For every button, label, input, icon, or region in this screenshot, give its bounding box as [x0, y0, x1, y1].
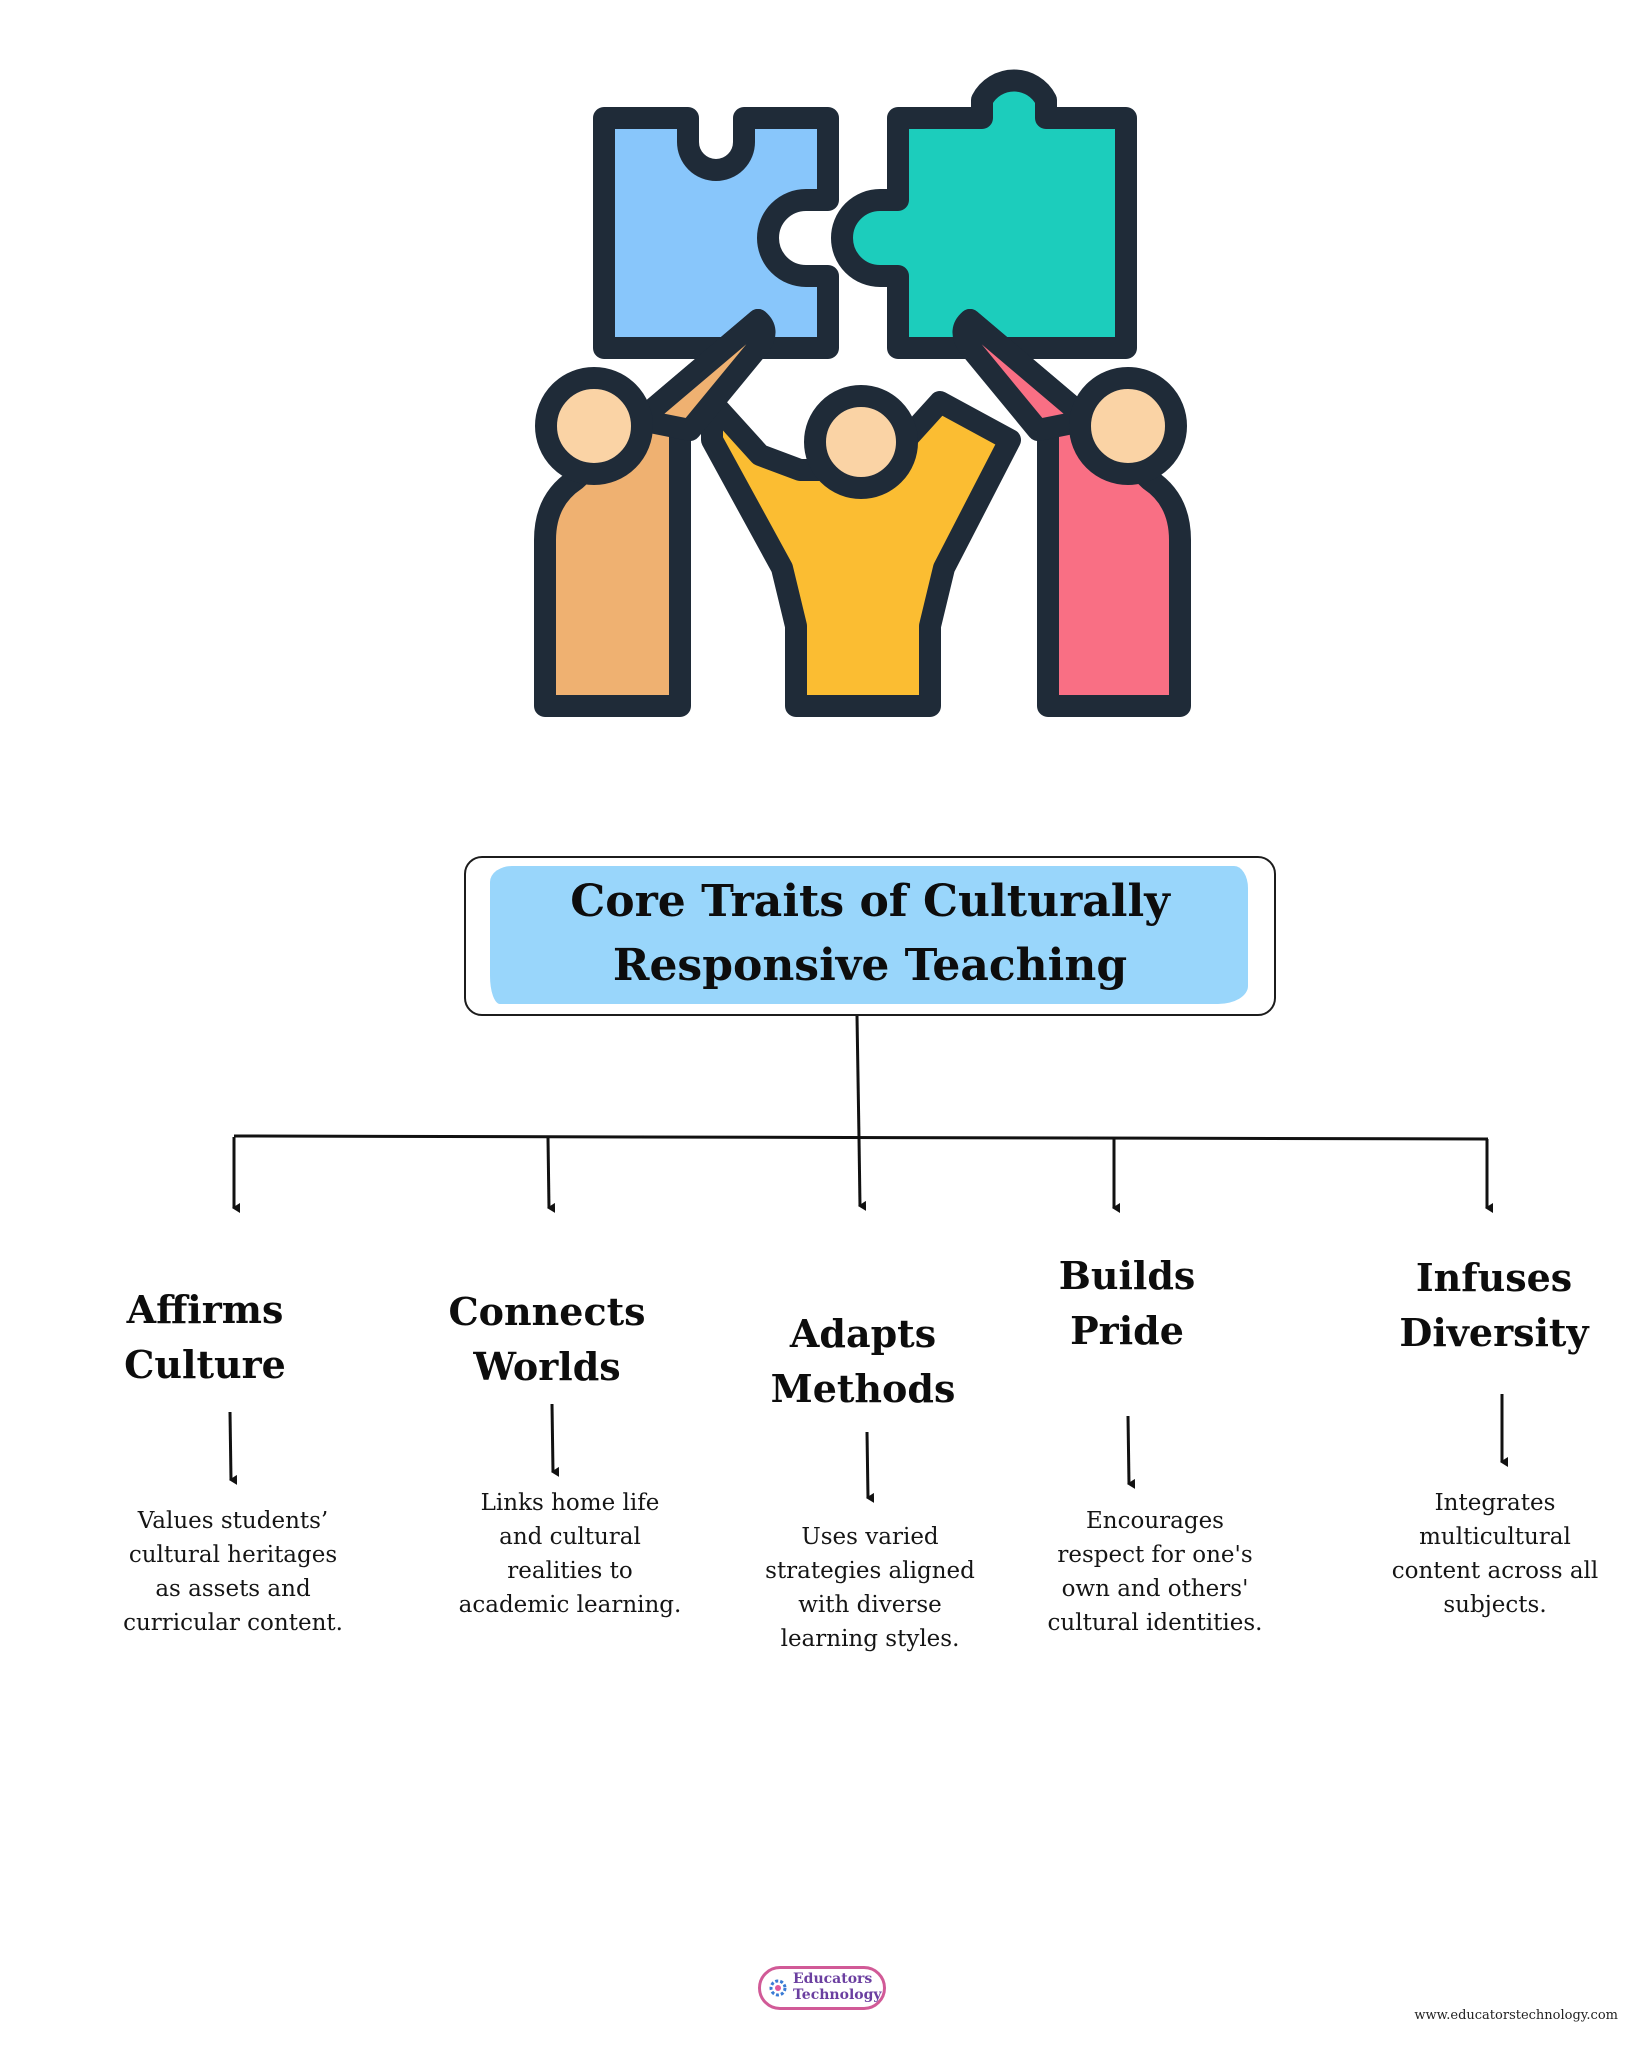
blue-puzzle-piece-icon	[593, 107, 839, 359]
detail-arrow-builds	[1126, 1415, 1136, 1489]
trait-title-infuses-diversity: Infuses Diversity	[1344, 1250, 1642, 1360]
teal-puzzle-piece-icon	[831, 69, 1137, 359]
trait-title-connects-worlds: Connects Worlds	[397, 1284, 697, 1394]
trait-desc-line: curricular content.	[123, 1610, 343, 1636]
trait-desc-line: Uses varied	[801, 1524, 939, 1550]
footer-url: www.educatorstechnology.com	[1414, 2008, 1618, 2023]
branch-arrow-connects	[546, 1137, 556, 1213]
trait-title-line: Methods	[770, 1366, 956, 1411]
trait-desc-line: Values students’	[137, 1508, 329, 1534]
trunk-line	[855, 1015, 861, 1139]
yellow-person-head-icon	[804, 385, 918, 499]
trait-desc-line: strategies aligned	[765, 1558, 975, 1584]
trait-desc-line: own and others'	[1061, 1576, 1249, 1602]
trait-title-line: Worlds	[473, 1344, 621, 1389]
diagram-title-line-1: Core Traits of Culturally	[570, 876, 1170, 927]
trait-desc-line: multicultural	[1419, 1524, 1571, 1550]
trait-desc-line: as assets and	[155, 1576, 311, 1602]
trait-desc-line: learning styles.	[780, 1626, 960, 1652]
trait-desc-line: Links home life	[480, 1490, 660, 1516]
logo-line-2: Technology	[793, 1987, 882, 2003]
trait-desc-line: with diverse	[798, 1592, 942, 1618]
trait-desc-line: subjects.	[1443, 1592, 1547, 1618]
trait-desc-builds-pride: Encourages respect for one's own and oth…	[1015, 1504, 1295, 1640]
trait-title-line: Culture	[124, 1342, 286, 1387]
trait-title-line: Adapts	[789, 1311, 937, 1356]
trait-title-line: Infuses	[1415, 1255, 1573, 1300]
diagram-title-line-2: Responsive Teaching	[612, 940, 1128, 991]
teamwork-puzzle-illustration	[534, 69, 1191, 717]
trait-desc-connects-worlds: Links home life and cultural realities t…	[430, 1486, 710, 1622]
trait-title-line: Connects	[448, 1289, 646, 1334]
trait-desc-line: and cultural	[499, 1524, 641, 1550]
trait-desc-line: cultural heritages	[128, 1542, 338, 1568]
trait-desc-infuses-diversity: Integrates multicultural content across …	[1355, 1486, 1635, 1622]
trait-title-line: Builds	[1058, 1253, 1196, 1298]
trait-desc-line: Encourages	[1086, 1508, 1224, 1534]
trait-desc-line: respect for one's	[1057, 1542, 1253, 1568]
educators-technology-logo: Educators Technology	[758, 1966, 886, 2010]
detail-arrow-affirms	[228, 1411, 238, 1485]
diagram-title: Core Traits of Culturally Responsive Tea…	[464, 870, 1276, 998]
trait-title-affirms-culture: Affirms Culture	[55, 1282, 355, 1392]
branch-arrow-adapts	[857, 1137, 867, 1211]
logo-line-1: Educators	[793, 1971, 873, 1987]
trait-title-line: Diversity	[1399, 1310, 1589, 1355]
trait-desc-line: Integrates	[1434, 1490, 1556, 1516]
trait-title-builds-pride: Builds Pride	[977, 1248, 1277, 1358]
trait-desc-line: content across all	[1391, 1558, 1599, 1584]
logo-text: Educators Technology	[793, 1971, 882, 2003]
trait-desc-affirms-culture: Values students’ cultural heritages as a…	[93, 1504, 373, 1640]
detail-arrow-adapts	[865, 1431, 875, 1503]
orange-person-head-icon	[535, 367, 653, 485]
trait-desc-line: realities to	[507, 1558, 633, 1584]
trait-title-line: Pride	[1070, 1308, 1184, 1353]
trait-desc-line: cultural identities.	[1047, 1610, 1263, 1636]
trait-title-adapts-methods: Adapts Methods	[713, 1306, 1013, 1416]
trait-desc-line: academic learning.	[458, 1592, 682, 1618]
title-highlight	[490, 866, 1248, 1004]
trait-desc-adapts-methods: Uses varied strategies aligned with dive…	[730, 1520, 1010, 1656]
branch-bar	[233, 1134, 1489, 1141]
gear-icon	[769, 1979, 787, 1997]
detail-arrow-connects	[550, 1403, 560, 1477]
pink-person-head-icon	[1069, 367, 1187, 485]
trait-title-line: Affirms	[126, 1287, 284, 1332]
